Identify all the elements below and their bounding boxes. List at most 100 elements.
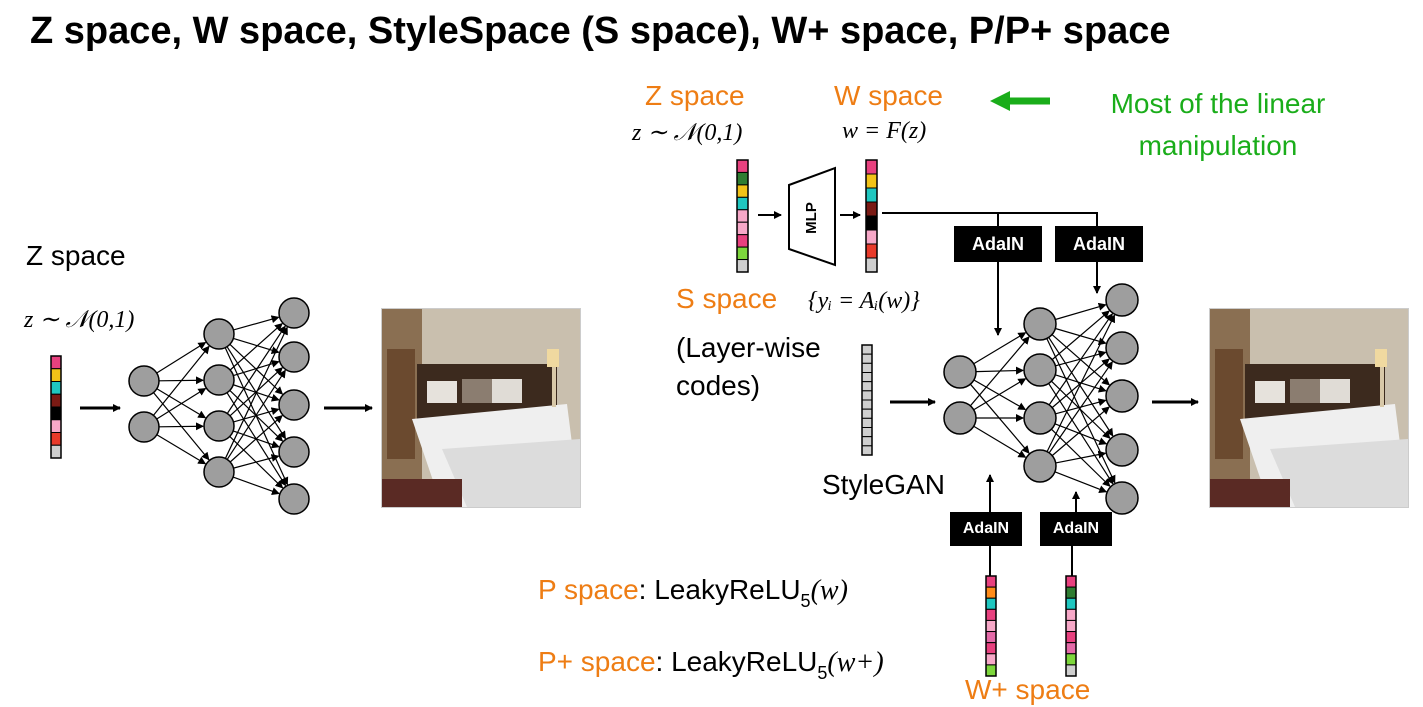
bedroom-photo-right — [1209, 308, 1409, 508]
page-title: Z space, W space, StyleSpace (S space), … — [30, 10, 1171, 52]
network-node — [1105, 379, 1139, 413]
top-w-vector — [865, 159, 878, 273]
network-node — [203, 456, 235, 488]
network-edge — [156, 387, 207, 420]
pplus-space-func: LeakyReLU — [671, 646, 818, 677]
network-edge — [156, 434, 207, 465]
p-space-label: P space — [538, 574, 639, 605]
s-space-vector-cell — [861, 445, 873, 456]
left-z-space-label: Z space — [26, 240, 126, 271]
network-edge — [232, 476, 280, 495]
top-w-vector-cell — [865, 229, 878, 245]
network-edge — [1051, 310, 1110, 361]
p-space-arg: (w) — [810, 575, 848, 606]
wplus-vector-cell — [1065, 575, 1077, 588]
top-z-formula: z ∼ 𝒩(0,1) — [632, 120, 743, 146]
network-edge — [229, 414, 283, 463]
network-edge — [973, 332, 1027, 365]
adain-box-bottom-1: AdaIN — [950, 512, 1022, 546]
wplus-vector-cell — [1065, 631, 1077, 644]
mlp-label: MLP — [803, 202, 820, 234]
bedroom-photo-left — [381, 308, 581, 508]
p-space-vector-cell — [985, 653, 997, 666]
top-z-vector-cell — [736, 159, 749, 173]
left-z-vector-cell — [50, 432, 62, 446]
s-space-vector — [861, 344, 873, 456]
network-edge — [233, 454, 280, 469]
top-w-vector-cell — [865, 159, 878, 175]
network-node — [128, 365, 160, 397]
top-z-vector-cell — [736, 184, 749, 198]
network-edge — [1054, 423, 1108, 446]
s-space-vector-cell — [861, 353, 873, 364]
s-space-vector-cell — [861, 390, 873, 401]
network-edge — [226, 369, 286, 460]
top-w-vector-cell — [865, 257, 878, 273]
left-z-vector-cell — [50, 368, 62, 382]
p-space-func: LeakyReLU — [654, 574, 801, 605]
mlp-block — [788, 166, 836, 267]
network-node — [203, 364, 235, 396]
pplus-space-arg: (w+) — [827, 647, 884, 678]
top-z-vector-cell — [736, 209, 749, 223]
network-node — [1105, 481, 1139, 515]
s-space-vector-cell — [861, 362, 873, 374]
top-z-vector-cell — [736, 259, 749, 273]
network-edge — [969, 383, 1030, 454]
network-node — [278, 297, 310, 329]
network-edge — [1051, 380, 1111, 439]
network-edge — [226, 325, 286, 414]
left-z-vector — [50, 355, 62, 459]
p-space-colon: : — [638, 574, 655, 605]
p-space-vector-cell — [985, 608, 997, 621]
network-edge — [233, 359, 280, 377]
top-w-vector-cell — [865, 173, 878, 189]
pplus-space-label: P+ space — [538, 646, 656, 677]
network-node — [128, 411, 160, 443]
top-z-vector-cell — [736, 221, 749, 236]
w-routing-line — [882, 212, 1098, 226]
pplus-space-sub: 5 — [817, 663, 828, 683]
s-space-vector-cell — [861, 417, 873, 429]
network-edge — [1046, 314, 1116, 452]
network-node — [203, 410, 235, 442]
left-z-vector-cell — [50, 406, 62, 421]
network-node — [1023, 401, 1057, 435]
wplus-space-label: W+ space — [965, 674, 1091, 705]
top-z-vector-cell — [736, 234, 749, 248]
network-node — [278, 341, 310, 373]
top-z-vector — [736, 159, 749, 273]
network-edge — [1055, 450, 1107, 464]
network-edge — [1048, 361, 1113, 454]
wplus-vector-cell — [1065, 664, 1077, 677]
network-node — [278, 483, 310, 515]
p-space-vector-cell — [985, 642, 997, 655]
p-space-formula-line: P space: LeakyReLU5(w) — [538, 574, 848, 611]
network-edge — [156, 341, 207, 374]
p-space-vector-cell — [985, 664, 997, 677]
network-edge — [233, 315, 280, 331]
s-space-vector-cell — [861, 372, 873, 383]
network-node — [1105, 433, 1139, 467]
network-node — [278, 436, 310, 468]
network-node — [1105, 331, 1139, 365]
network-edge — [969, 336, 1030, 407]
p-space-vector-cell — [985, 619, 997, 633]
s-space-desc-line1: (Layer-wise — [676, 332, 821, 363]
s-space-vector-cell — [861, 408, 873, 419]
top-z-space-label: Z space — [645, 80, 745, 111]
top-z-vector-cell — [736, 246, 749, 261]
network-node — [1105, 283, 1139, 317]
network-node — [1023, 307, 1057, 341]
network-edge — [233, 337, 280, 355]
p-space-vector-cell — [985, 575, 997, 588]
network-edge — [158, 422, 205, 431]
top-w-space-label: W space — [834, 80, 943, 111]
s-space-vector-cell — [861, 399, 873, 410]
s-space-vector-cell — [861, 344, 873, 355]
s-space-formula: {yᵢ = Aᵢ(w)} — [808, 288, 920, 314]
network-edge — [1051, 406, 1110, 457]
network-edge — [152, 345, 210, 416]
network-edge — [229, 367, 283, 417]
linear-manipulation-note-line2: manipulation — [1138, 130, 1298, 161]
